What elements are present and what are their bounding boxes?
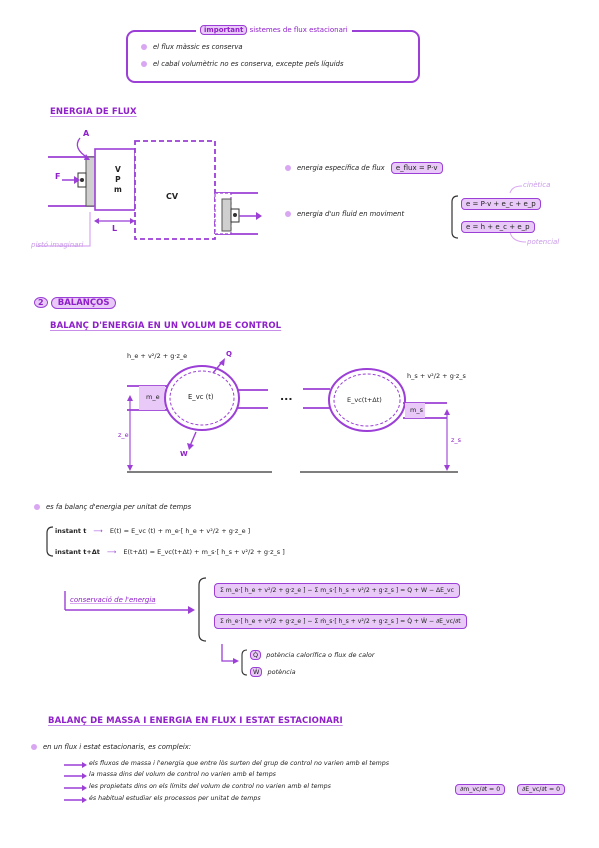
energy-derivative-formula: ∂E_vc/∂t = 0 <box>517 784 566 795</box>
mass-item-3: les propietats dins on els límits del vo… <box>89 783 331 790</box>
mass-balance-header: BALANÇ DE MASSA I ENERGIA EN FLUX I ESTA… <box>48 716 343 726</box>
label-me: m_e <box>146 393 160 401</box>
bullet-icon <box>31 744 37 750</box>
specific-formula: e_flux = P·v <box>390 162 443 174</box>
balance-note: es fa balanç d'energia per unitat de tem… <box>34 503 191 511</box>
important-item-2: el cabal volumètric no es conserva, exce… <box>141 60 344 68</box>
label-CV: CV <box>166 192 179 201</box>
section-title: BALANÇOS <box>50 297 117 309</box>
label-L: L <box>112 224 118 233</box>
arrow-icon: ⟶ <box>93 527 103 535</box>
energy-t-label: E_vc (t) <box>188 393 214 401</box>
label-zs: z_s <box>451 436 462 444</box>
flux-header: ENERGIA DE FLUX <box>50 107 137 117</box>
potencial-label: potencial <box>527 238 560 246</box>
label-ms: m_s <box>410 406 423 414</box>
mass-intro: en un flux i estat estacionaris, es comp… <box>31 743 191 751</box>
balance-eq-1: Σ m_e·[ h_e + v²/2 + g·z_e ] − Σ m_s·[ h… <box>214 583 461 598</box>
wdot-line: Ẇ potència <box>250 667 296 677</box>
label-A: A <box>83 129 90 138</box>
wdot-symbol: Ẇ <box>250 667 263 677</box>
important-item-1: el flux màssic es conserva <box>141 43 243 51</box>
formula-e-pv: e = P·v + e_c + e_p <box>461 198 541 210</box>
specific-energy-line: energia específica de flux e_flux = P·v <box>285 162 443 174</box>
moving-energy-line: energia d'un fluid en moviment <box>285 210 404 218</box>
cinetica-label: cinètica <box>523 181 551 189</box>
bullet-icon <box>141 61 147 67</box>
mass-derivative-formula: ∂m_vc/∂t = 0 <box>455 784 506 795</box>
label-ze: z_e <box>118 431 129 439</box>
qdot-line: Q̇ potència calorífica o flux de calor <box>250 650 375 660</box>
ellipsis: ... <box>280 390 293 403</box>
mass-item-2: la massa dins del volum de control no va… <box>89 771 276 778</box>
piston-label: pistó imaginari <box>31 241 84 249</box>
instant-tdt-line: instant t+Δt ⟶ E(t+Δt) = E_vc(t+Δt) + m_… <box>55 548 285 556</box>
important-tag: important <box>200 25 248 35</box>
outlet-energy-label: h_s + v²/2 + g·z_s <box>407 372 466 380</box>
mass-item-4: és habitual estudiar els processos per u… <box>89 795 261 802</box>
important-title: important sistemes de flux estacionari <box>196 25 352 35</box>
section-number: 2 <box>34 297 48 308</box>
mass-item-1: els fluxos de massa i l'energia que entr… <box>89 760 390 767</box>
label-W: W <box>180 450 188 458</box>
balance-eq-2: Σ ṁ_e·[ h_e + v²/2 + g·z_e ] − Σ ṁ_s·[ h… <box>214 614 467 629</box>
section-2-header: 2 BALANÇOS <box>34 297 117 309</box>
conservation-label: conservació de l'energia <box>70 596 156 604</box>
label-Q: Q <box>226 350 232 358</box>
arrow-icon: ⟶ <box>107 548 117 556</box>
label-F: F <box>55 172 61 181</box>
qdot-symbol: Q̇ <box>250 650 262 660</box>
bullet-icon <box>141 44 147 50</box>
bullet-icon <box>285 165 291 171</box>
inlet-energy-label: h_e + v²/2 + g·z_e <box>127 352 188 360</box>
important-title-text: sistemes de flux estacionari <box>249 26 348 34</box>
bullet-icon <box>285 211 291 217</box>
energy-balance-header: BALANÇ D'ENERGIA EN UN VOLUM DE CONTROL <box>50 321 282 331</box>
formula-e-h: e = h + e_c + e_p <box>461 221 535 233</box>
instant-t-line: instant t ⟶ E(t) = E_vc (t) + m_e·[ h_e … <box>55 527 251 535</box>
bullet-icon <box>34 504 40 510</box>
energy-tdt-label: E_vc(t+Δt) <box>347 396 382 404</box>
